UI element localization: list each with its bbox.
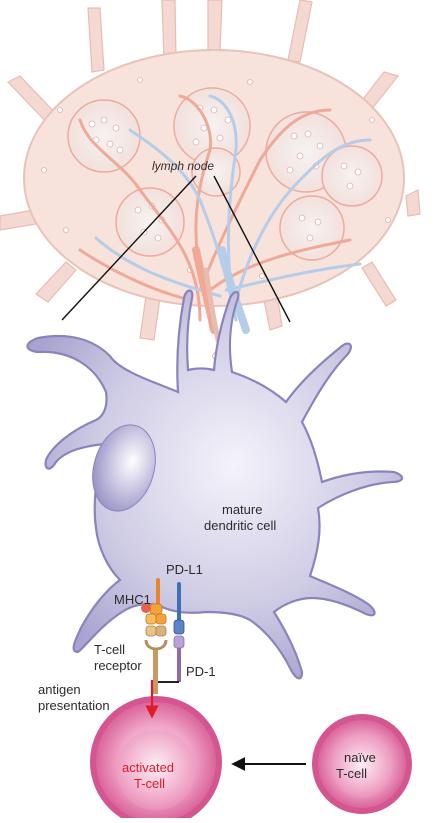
lymph-node-label: lymph node bbox=[152, 159, 214, 173]
activated-t-cell bbox=[90, 696, 222, 818]
antigen-label-1: antigen bbox=[38, 682, 81, 697]
tcr-complex bbox=[146, 626, 166, 694]
pdl1-label: PD-L1 bbox=[166, 562, 203, 577]
antigen-label-2: presentation bbox=[38, 698, 110, 713]
pd1-receptor bbox=[156, 636, 184, 690]
naive-label-2: T-cell bbox=[336, 766, 367, 781]
dendritic-label-1: mature bbox=[222, 502, 262, 517]
activated-label-1: activated bbox=[122, 760, 174, 775]
dendritic-cell bbox=[27, 291, 402, 679]
tcr-label-1: T-cell bbox=[94, 642, 125, 657]
dendritic-label-2: dendritic cell bbox=[204, 518, 276, 533]
naive-label-1: naïve bbox=[344, 750, 376, 765]
activated-label-2: T-cell bbox=[134, 776, 165, 791]
dendritic-cell-body bbox=[27, 291, 402, 679]
tcr-label-2: receptor bbox=[94, 658, 142, 673]
pd1-label: PD-1 bbox=[186, 664, 216, 679]
mhc1-label: MHC1 bbox=[114, 592, 151, 607]
